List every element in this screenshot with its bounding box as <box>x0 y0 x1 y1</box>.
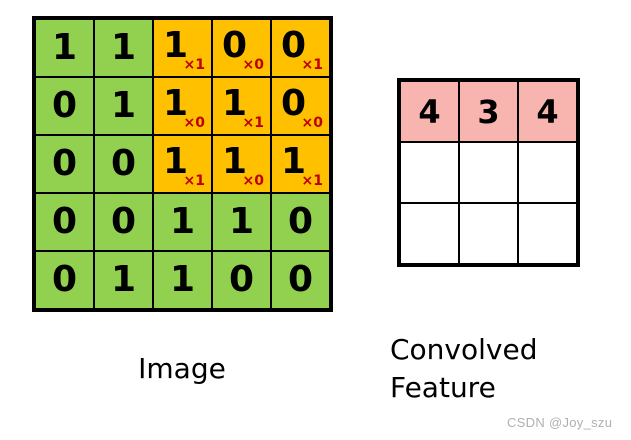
image-cell-r3c3: 1 <box>212 193 271 251</box>
convolved-feature-label: Convolved Feature <box>390 333 538 404</box>
image-cell-value: 1 <box>162 83 189 124</box>
watermark: CSDN @Joy_szu <box>507 415 613 430</box>
image-cell-value: 0 <box>280 83 307 124</box>
image-cell-r4c1: 1 <box>94 251 153 309</box>
image-cell-r3c2: 1 <box>153 193 212 251</box>
image-cell-r3c4: 0 <box>271 193 330 251</box>
feature-cell-r0c1: 3 <box>459 81 518 142</box>
image-cell-r3c0: 0 <box>35 193 94 251</box>
image-cell-r0c4: 0 ×1 <box>271 19 330 77</box>
image-cell-value: 0 <box>110 201 137 242</box>
image-cell-value: 0 <box>51 85 78 126</box>
image-cell-r0c3: 0 ×0 <box>212 19 271 77</box>
image-cell-value: 1 <box>221 141 248 182</box>
image-cell-r1c3: 1 ×1 <box>212 77 271 135</box>
image-cell-r0c0: 1 <box>35 19 94 77</box>
image-cell-value: 0 <box>287 201 314 242</box>
image-cell-value: 1 <box>221 83 248 124</box>
image-cell-value: 1 <box>169 201 196 242</box>
image-cell-r1c1: 1 <box>94 77 153 135</box>
image-cell-r2c1: 0 <box>94 135 153 193</box>
image-cell-r2c0: 0 <box>35 135 94 193</box>
convolved-feature-matrix: 4 3 4 <box>397 78 580 267</box>
feature-cell-r0c0: 4 <box>400 81 459 142</box>
image-cell-value: 0 <box>228 259 255 300</box>
image-cell-value: 0 <box>51 143 78 184</box>
kernel-multiplier: ×0 <box>183 115 205 131</box>
image-cell-value: 0 <box>280 25 307 66</box>
image-cell-r0c1: 1 <box>94 19 153 77</box>
feature-cell-r1c2 <box>518 142 577 203</box>
image-cell-value: 0 <box>110 143 137 184</box>
feature-cell-r0c2: 4 <box>518 81 577 142</box>
image-cell-value: 1 <box>110 27 137 68</box>
kernel-multiplier: ×0 <box>242 173 264 189</box>
image-cell-value: 0 <box>221 25 248 66</box>
image-cell-r2c4: 1 ×1 <box>271 135 330 193</box>
image-cell-value: 0 <box>51 201 78 242</box>
image-cell-value: 1 <box>280 141 307 182</box>
image-cell-r1c4: 0 ×0 <box>271 77 330 135</box>
image-cell-r4c0: 0 <box>35 251 94 309</box>
image-cell-value: 1 <box>162 25 189 66</box>
feature-cell-r1c1 <box>459 142 518 203</box>
image-matrix-label: Image <box>138 352 226 385</box>
image-cell-value: 1 <box>110 259 137 300</box>
kernel-multiplier: ×0 <box>242 57 264 73</box>
image-cell-r3c1: 0 <box>94 193 153 251</box>
image-cell-r2c2: 1 ×1 <box>153 135 212 193</box>
image-cell-value: 1 <box>51 27 78 68</box>
kernel-multiplier: ×0 <box>301 115 323 131</box>
image-cell-value: 0 <box>287 259 314 300</box>
image-cell-r4c3: 0 <box>212 251 271 309</box>
feature-cell-r1c0 <box>400 142 459 203</box>
image-cell-value: 0 <box>51 259 78 300</box>
image-cell-value: 1 <box>169 259 196 300</box>
feature-cell-value: 4 <box>418 92 441 131</box>
kernel-multiplier: ×1 <box>183 173 205 189</box>
feature-cell-r2c1 <box>459 203 518 264</box>
image-cell-value: 1 <box>162 141 189 182</box>
image-cell-value: 1 <box>228 201 255 242</box>
image-cell-r4c4: 0 <box>271 251 330 309</box>
image-matrix-grid: 1 1 1 ×1 0 ×0 0 ×1 0 1 1 ×0 1 ×1 <box>35 19 330 309</box>
image-matrix: 1 1 1 ×1 0 ×0 0 ×1 0 1 1 ×0 1 ×1 <box>32 16 333 312</box>
image-cell-r1c0: 0 <box>35 77 94 135</box>
feature-cell-value: 4 <box>536 92 559 131</box>
kernel-multiplier: ×1 <box>242 115 264 131</box>
image-cell-r0c2: 1 ×1 <box>153 19 212 77</box>
image-cell-r4c2: 1 <box>153 251 212 309</box>
kernel-multiplier: ×1 <box>301 57 323 73</box>
image-cell-r1c2: 1 ×0 <box>153 77 212 135</box>
feature-cell-value: 3 <box>477 92 500 131</box>
convolved-feature-grid: 4 3 4 <box>400 81 577 264</box>
kernel-multiplier: ×1 <box>183 57 205 73</box>
image-cell-value: 1 <box>110 85 137 126</box>
feature-cell-r2c0 <box>400 203 459 264</box>
feature-cell-r2c2 <box>518 203 577 264</box>
kernel-multiplier: ×1 <box>301 173 323 189</box>
image-cell-r2c3: 1 ×0 <box>212 135 271 193</box>
